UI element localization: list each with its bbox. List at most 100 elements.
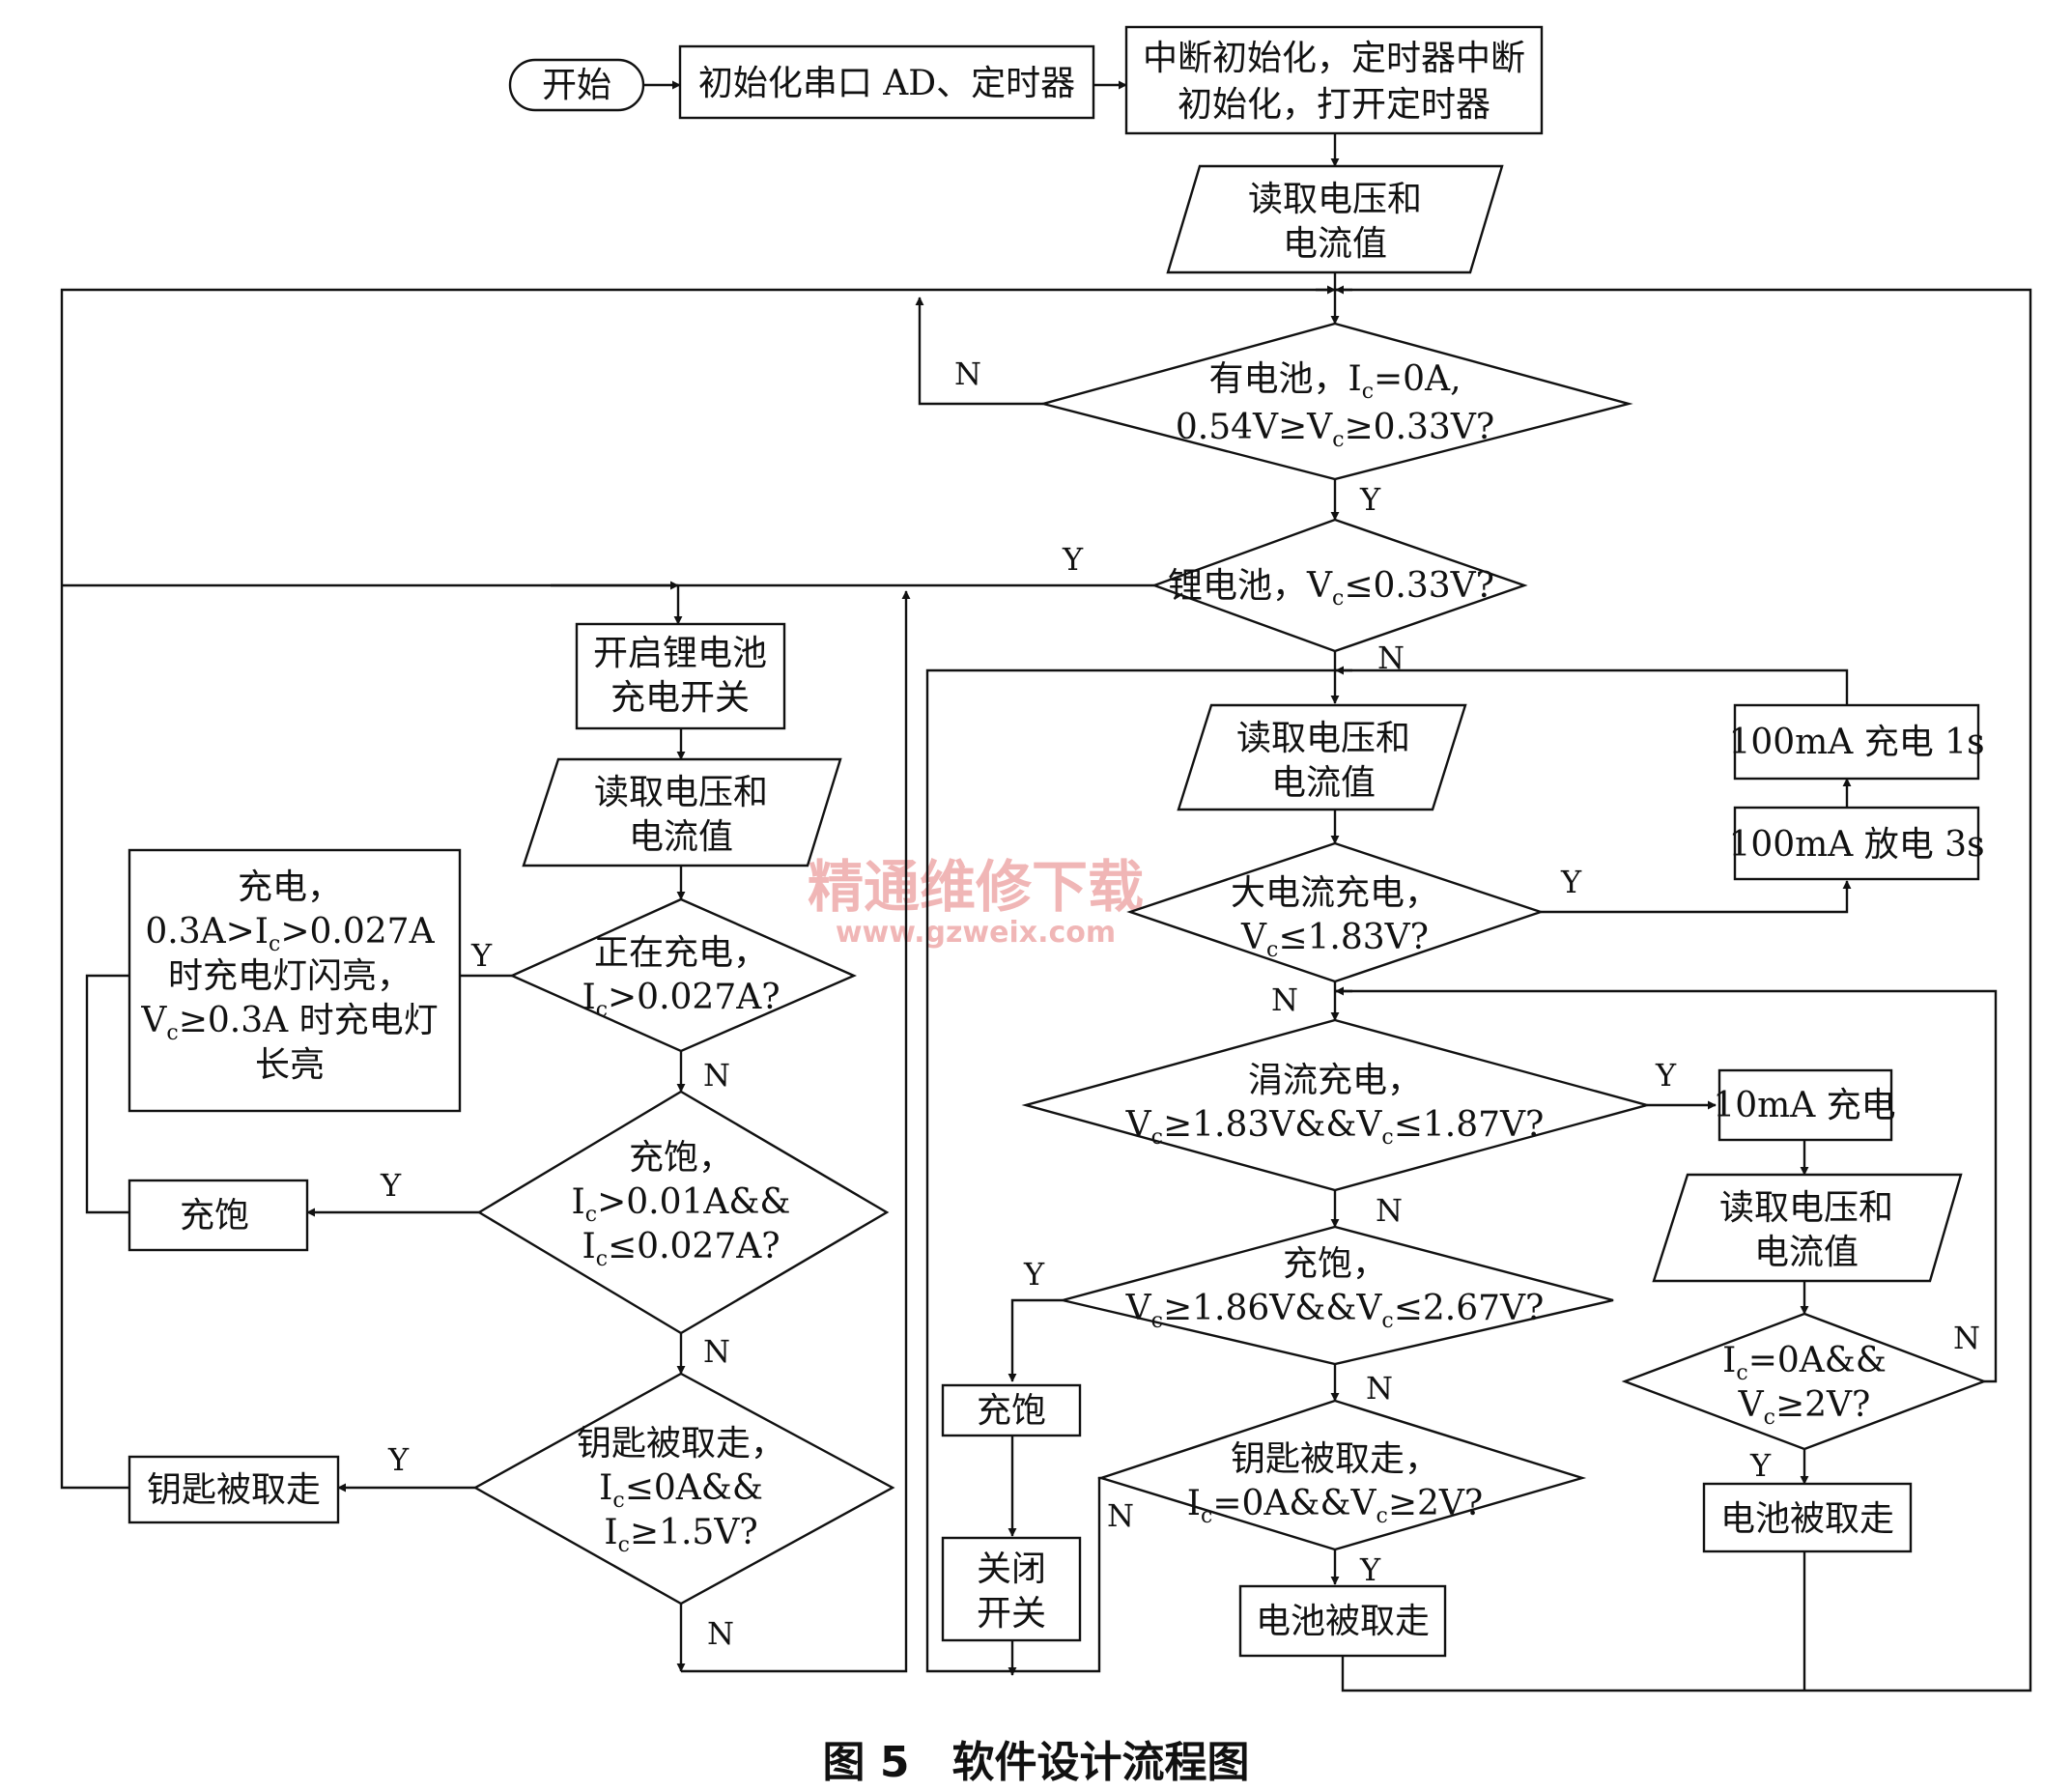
label-removed-right-yes: Y — [1749, 1447, 1772, 1484]
read3-text-2: 电流值 — [1754, 1233, 1859, 1272]
removed-right-decision-text-1: Ic​=0A&& — [1722, 1341, 1887, 1385]
full-ni-box — [941, 1383, 1082, 1437]
edge-dkeyli-no-return — [681, 590, 911, 1673]
battery-removed-right-text: 电池被取走 — [1720, 1499, 1894, 1539]
open-switch-box — [575, 622, 786, 730]
label-battery-yes: Y — [1359, 481, 1381, 518]
read3-parallelogram — [1652, 1173, 1963, 1283]
full-li-decision-text-2: Ic​>0.01A&& — [572, 1182, 791, 1227]
init-int-text-1: 中断初始化，定时器中断 — [1143, 39, 1525, 78]
node-texts: 开始 初始化串口 AD、定时器 中断初始化，定时器中断 初始化，打开定时器 读取… — [140, 39, 1984, 1641]
edge-dbig-yes — [1541, 880, 1852, 914]
charging-box-text-2: 0.3A>Ic​>0.027A — [145, 912, 435, 956]
full-li-decision-text-1: 充饱， — [629, 1138, 733, 1178]
label-trickle-no: N — [1376, 1192, 1403, 1229]
trickle-charge-text: 10mA 充电 — [1713, 1086, 1895, 1125]
battery-removed-right-box — [1702, 1482, 1913, 1553]
trickle-decision — [1021, 1018, 1652, 1192]
label-removed-right-no: N — [1953, 1320, 1980, 1356]
removed-right-decision — [1621, 1312, 1988, 1451]
open-switch-text-2: 充电开关 — [610, 678, 750, 718]
battery-decision-text-1: 有电池，Ic​=0A, — [1208, 359, 1461, 404]
full-li-decision-text-3: Ic​≤0.027A? — [582, 1227, 780, 1271]
start-text: 开始 — [542, 66, 611, 105]
full-ni-decision — [1062, 1225, 1614, 1366]
charging-box-text-5: 长亮 — [255, 1045, 325, 1085]
key-li-decision-text-1: 钥匙被取走， — [577, 1424, 785, 1464]
watermark-url: www.gzweix.com — [836, 916, 1116, 950]
charging-decision-text-1: 正在充电， — [594, 933, 768, 973]
key-li-decision-text-2: Ic​≤0A&& — [599, 1468, 763, 1513]
flowchart: .shape { fill:#fff; stroke:#111; stroke-… — [60, 25, 2032, 1692]
key-ni-decision-text-1: 钥匙被取走， — [1231, 1439, 1439, 1479]
label-charging-yes: Y — [470, 937, 493, 974]
big-current-decision-text-2: Vc​≤1.83V? — [1240, 918, 1429, 962]
charging-box — [128, 848, 462, 1113]
full-ni-text: 充饱 — [977, 1391, 1046, 1431]
trickle-charge-box — [1717, 1068, 1893, 1142]
edge-left-return — [60, 288, 1335, 1490]
read1-text-2: 电流值 — [1283, 224, 1387, 264]
read2-text-1: 读取电压和 — [1236, 719, 1410, 758]
full-ni-decision-text-1: 充饱， — [1283, 1244, 1387, 1284]
pulse-discharge-text: 100mA 放电 3s — [1728, 825, 1984, 865]
label-fullni-no: N — [1366, 1370, 1393, 1407]
watermark-cn: 精通维修下载 — [808, 854, 1144, 920]
battery-decision-text-2: 0.54V≥Vc​≥0.33V? — [1176, 408, 1494, 452]
edge-left-loop — [85, 974, 129, 1214]
key-ni-decision-text-2: Ic​=0A&&Vc​≥2V? — [1187, 1484, 1483, 1528]
battery-decision — [1038, 322, 1633, 481]
edge-labels: N Y Y N Y N Y N Y N Y N Y N N Y Y N N Y — [380, 355, 1980, 1652]
label-keyni-no: N — [1107, 1497, 1134, 1534]
charging-box-text-4: Vc​≥0.3A 时充电灯 — [140, 1001, 438, 1045]
removed-right-decision-text-2: Vc​≥2V? — [1738, 1385, 1871, 1430]
shapes — [128, 25, 1988, 1658]
label-big-no: N — [1271, 981, 1298, 1018]
read1-parallelogram — [1166, 164, 1504, 274]
full-ni-decision-text-2: Vc​≥1.86V&&Vc​≤2.67V? — [1125, 1289, 1545, 1333]
edge-dbattery-no — [915, 297, 1043, 406]
label-keyli-no: N — [707, 1615, 734, 1652]
trickle-decision-text-2: Vc​≥1.83V&&Vc​≤1.87V? — [1125, 1105, 1545, 1150]
figure-caption: 图 5 软件设计流程图 — [822, 1738, 1250, 1787]
full-li-text: 充饱 — [180, 1196, 249, 1236]
key-li-box — [128, 1455, 340, 1524]
init-ad-box — [678, 44, 1095, 120]
pulse-charge-box — [1733, 703, 1980, 781]
label-lithium-yes: Y — [1062, 541, 1084, 578]
close-switch-text-2: 开关 — [977, 1594, 1046, 1634]
open-switch-text-1: 开启锂电池 — [593, 634, 767, 673]
edge-dfullni-yes — [1008, 1298, 1063, 1382]
pulse-discharge-box — [1733, 806, 1980, 881]
edge-dremoved-no — [1335, 989, 1998, 1383]
read-li-text-1: 读取电压和 — [594, 773, 768, 812]
key-li-text: 钥匙被取走 — [147, 1470, 321, 1510]
read2-parallelogram — [1177, 703, 1467, 811]
read-li-text-2: 电流值 — [629, 817, 733, 857]
start-terminal — [508, 58, 645, 112]
close-switch-box — [941, 1536, 1082, 1642]
key-ni-decision — [1097, 1399, 1587, 1551]
charging-box-text-1: 充电， — [238, 867, 342, 907]
label-keyli-yes: Y — [387, 1441, 410, 1478]
label-fullli-yes: Y — [380, 1167, 402, 1204]
edge-pulse-return — [1335, 668, 1849, 705]
key-li-decision-text-3: Ic​≥1.5V? — [604, 1513, 757, 1557]
charging-decision-text-2: Ic​>0.027A? — [582, 978, 780, 1022]
read3-text-1: 读取电压和 — [1719, 1188, 1893, 1228]
label-battery-no: N — [954, 355, 981, 392]
full-li-decision — [476, 1090, 890, 1335]
init-ad-text: 初始化串口 AD、定时器 — [698, 64, 1075, 103]
read-li-parallelogram — [522, 757, 842, 867]
battery-removed-mid-box — [1238, 1584, 1447, 1658]
lithium-decision — [1150, 518, 1528, 653]
key-li-decision — [472, 1372, 895, 1606]
init-int-box — [1124, 25, 1544, 135]
full-li-box — [128, 1179, 309, 1252]
watermark: 精通维修下载 www.gzweix.com — [808, 854, 1144, 950]
init-int-text-2: 初始化，打开定时器 — [1178, 85, 1490, 125]
big-current-decision-text-1: 大电流充电， — [1231, 873, 1439, 913]
lithium-decision-text: 锂电池，Vc​≤0.33V? — [1168, 566, 1494, 611]
charging-decision — [509, 897, 857, 1053]
close-switch-text-1: 关闭 — [977, 1549, 1046, 1589]
